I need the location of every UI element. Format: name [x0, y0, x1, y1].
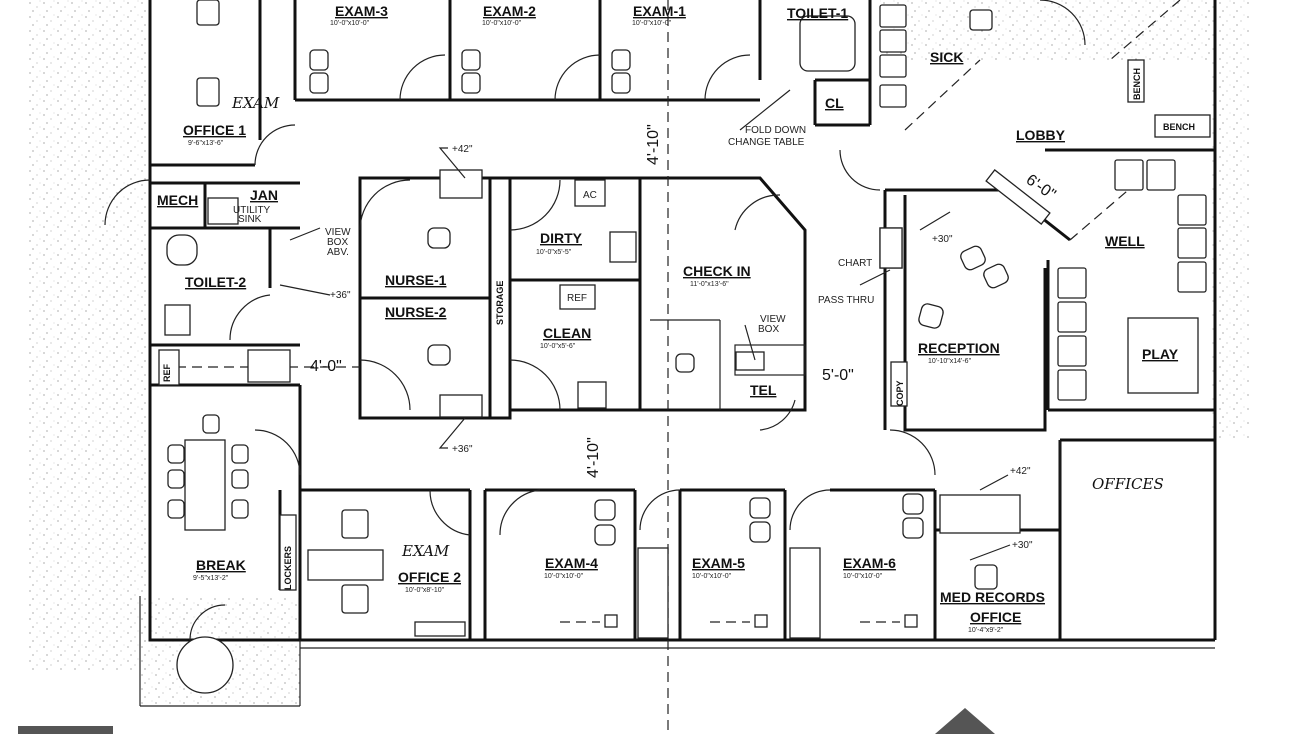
- room-label-office1: OFFICE 1: [183, 122, 246, 138]
- note-height-36-bottom: +36": [452, 444, 473, 455]
- handwritten-offices: OFFICES: [1092, 475, 1164, 493]
- leader-lines: [279, 89, 1011, 561]
- note-height-30-reception: +30": [932, 234, 953, 245]
- room-label-well: WELL: [1105, 233, 1145, 249]
- fixture-utility-sink-1: UTILITY: [233, 205, 271, 216]
- room-label-exam1: EXAM-1: [633, 3, 686, 19]
- room-label-toilet1: TOILET-1: [787, 5, 848, 21]
- room-label-toilet2: TOILET-2: [185, 274, 246, 290]
- room-label-office3: OFFICE: [970, 609, 1021, 625]
- fixture-ac: AC: [583, 190, 597, 201]
- room-label-dirty: DIRTY: [540, 230, 583, 246]
- room-label-clean: CLEAN: [543, 325, 591, 341]
- note-view-box-1: VIEW: [760, 314, 786, 325]
- room-label-cl: CL: [825, 95, 844, 111]
- room-dim-office1: 9'-6"x13'-6": [188, 140, 224, 147]
- north-arrow-icon: [935, 708, 995, 734]
- room-dim-clean: 10'-0"x5'-6": [540, 343, 576, 350]
- room-dim-dirty: 10'-0"x5'-5": [536, 249, 572, 256]
- fixture-lockers: LOCKERS: [283, 546, 293, 590]
- room-dim-exam4: 10'-0"x10'-0": [544, 573, 584, 580]
- dimension-4-0: 4'-0": [310, 358, 342, 375]
- room-dim-exam5: 10'-0"x10'-0": [692, 573, 732, 580]
- room-label-exam3: EXAM-3: [335, 3, 388, 19]
- room-dim-exam1: 10'-0"x10'-0": [632, 20, 672, 27]
- note-fold-down-2: CHANGE TABLE: [728, 137, 805, 148]
- furniture: [158, 0, 1211, 694]
- note-view-box-abv-2: BOX: [327, 237, 348, 248]
- handwritten-exam-office2: EXAM: [401, 542, 450, 560]
- door-swings: [104, 0, 1086, 641]
- fixture-copy: COPY: [895, 380, 905, 406]
- fixture-utility-sink-2: SINK: [238, 214, 262, 225]
- room-dim-office2: 10'-0"x8'-10": [405, 587, 445, 594]
- exterior-stipple-right: [1210, 0, 1250, 440]
- room-dim-exam3: 10'-0"x10'-0": [330, 20, 370, 27]
- note-height-36-left: +36": [330, 290, 351, 301]
- dimension-4-10-bottom: 4'-10": [585, 437, 602, 478]
- room-label-play: PLAY: [1142, 346, 1179, 362]
- fixture-ref-break: REF: [162, 363, 172, 382]
- note-height-30-records: +30": [1012, 540, 1033, 551]
- note-view-box-abv-3: ABV.: [327, 247, 349, 258]
- room-label-nurse1: NURSE-1: [385, 272, 447, 288]
- note-view-box-abv-1: VIEW: [325, 227, 351, 238]
- room-label-break: BREAK: [196, 557, 246, 573]
- room-dim-reception: 10'-10"x14'-6": [928, 358, 972, 365]
- dimension-5-0: 5'-0": [822, 367, 854, 384]
- room-label-jan: JAN: [250, 187, 278, 203]
- bottom-room-walls: [483, 438, 1215, 640]
- room-dim-office3: 10'-4"x9'-2": [968, 627, 1004, 634]
- exterior-walls: [139, 0, 1217, 707]
- central-room-walls: [358, 176, 807, 420]
- room-label-mech: MECH: [157, 192, 198, 208]
- room-label-exam6: EXAM-6: [843, 555, 896, 571]
- room-label-exam5: EXAM-5: [692, 555, 745, 571]
- left-room-walls: [150, 181, 472, 640]
- note-chart-pass-1: CHART: [838, 258, 872, 269]
- note-height-42-top: +42": [452, 144, 473, 155]
- room-dim-break: 9'-5"x13'-2": [193, 575, 229, 582]
- title-block-bar: [18, 726, 113, 734]
- handwritten-exam-office1: EXAM: [231, 94, 280, 112]
- exterior-stipple-top: [880, 0, 1210, 60]
- top-room-walls: [150, 0, 872, 167]
- fixture-bench-horizontal: BENCH: [1163, 122, 1195, 132]
- room-label-nurse2: NURSE-2: [385, 304, 447, 320]
- fixture-bench-vertical: BENCH: [1132, 68, 1142, 100]
- room-label-reception: RECEPTION: [918, 340, 1000, 356]
- room-dim-exam6: 10'-0"x10'-0": [843, 573, 883, 580]
- room-dim-checkin: 11'-0"x13'-6": [690, 281, 729, 288]
- room-label-medrecords: MED RECORDS: [940, 589, 1045, 605]
- room-label-lobby: LOBBY: [1016, 127, 1066, 143]
- room-label-exam2: EXAM-2: [483, 3, 536, 19]
- dimension-4-10-top: 4'-10": [645, 124, 662, 165]
- note-chart-pass-2: PASS THRU: [818, 295, 874, 306]
- room-label-checkin: CHECK IN: [683, 263, 751, 279]
- room-label-office2: OFFICE 2: [398, 569, 461, 585]
- exterior-stipple-left: [28, 0, 148, 672]
- room-label-sick: SICK: [930, 49, 963, 65]
- note-view-box-2: BOX: [758, 324, 779, 335]
- fixture-storage: STORAGE: [495, 281, 505, 325]
- note-fold-down-1: FOLD DOWN: [745, 125, 806, 136]
- room-label-exam4: EXAM-4: [545, 555, 598, 571]
- fixture-ref-clean: REF: [567, 293, 587, 304]
- note-height-42-right: +42": [1010, 466, 1031, 477]
- room-dim-exam2: 10'-0"x10'-0": [482, 20, 522, 27]
- room-label-tel: TEL: [750, 382, 777, 398]
